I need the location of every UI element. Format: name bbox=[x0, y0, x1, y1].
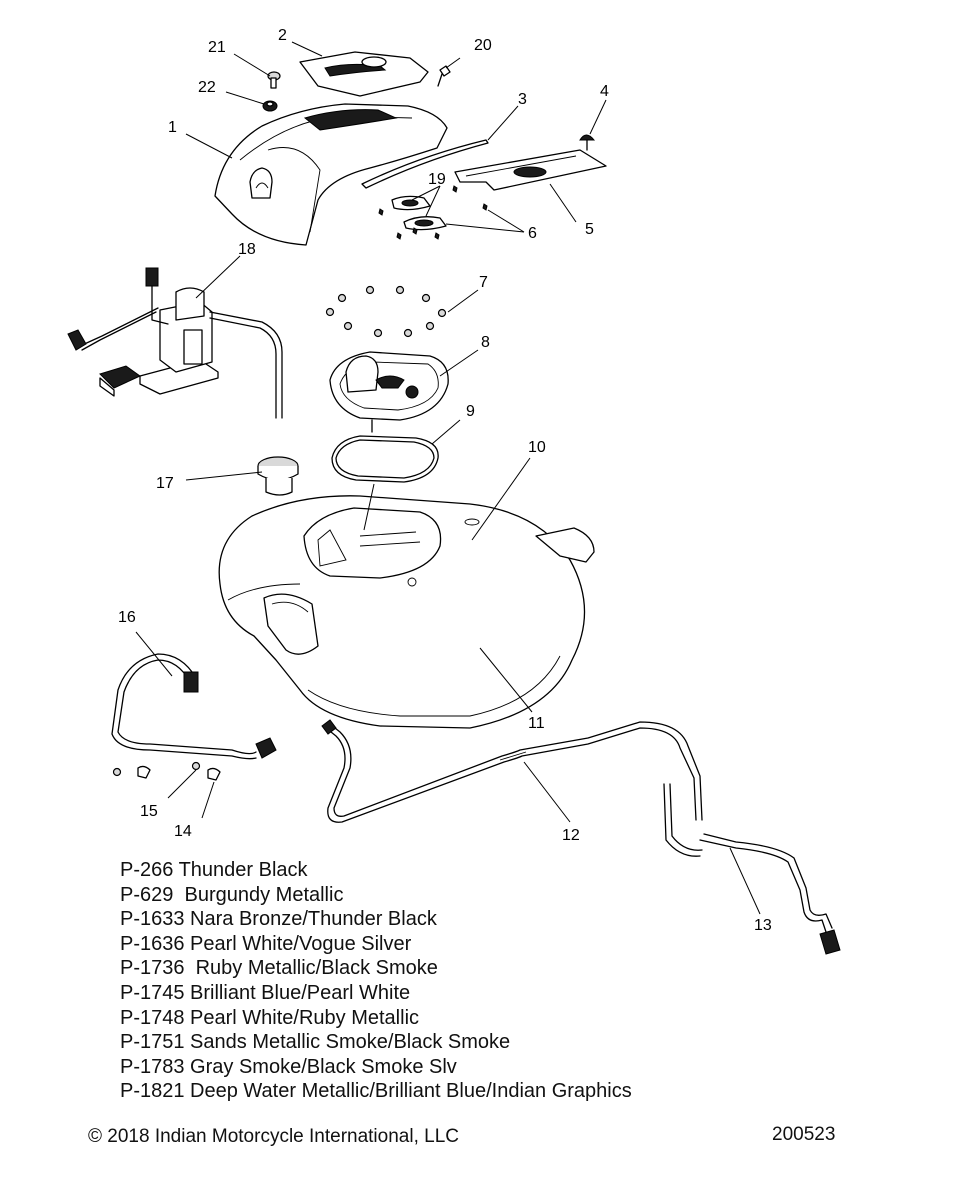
badge-screw bbox=[437, 65, 451, 87]
callout-16: 16 bbox=[118, 609, 136, 626]
paint-code-list: P-266 Thunder Black P-629 Burgundy Metal… bbox=[120, 858, 632, 1104]
callout-7: 7 bbox=[479, 274, 488, 291]
callout-17: 17 bbox=[156, 475, 174, 492]
callout-20: 20 bbox=[474, 37, 492, 54]
flange-gasket bbox=[331, 435, 439, 483]
callout-12: 12 bbox=[562, 827, 580, 844]
paint-code-item: P-266 Thunder Black bbox=[120, 859, 308, 881]
callout-6: 6 bbox=[528, 225, 537, 242]
callout-8: 8 bbox=[481, 334, 490, 351]
callout-4: 4 bbox=[600, 83, 609, 100]
trim-strip bbox=[361, 139, 489, 189]
callout-22: 22 bbox=[198, 79, 216, 96]
callout-15: 15 bbox=[140, 803, 158, 820]
leader-lines bbox=[135, 41, 761, 915]
hose-clamps bbox=[112, 761, 221, 781]
callout-18: 18 bbox=[238, 241, 256, 258]
console-screws bbox=[378, 185, 488, 240]
fuel-pump-module bbox=[67, 267, 283, 419]
drain-hose bbox=[663, 783, 841, 955]
callout-1: 1 bbox=[168, 119, 177, 136]
fuel-pump-flange bbox=[329, 351, 449, 433]
paint-code-item: P-1736 Ruby Metallic/Black Smoke bbox=[120, 957, 438, 980]
paint-code-item: P-1748 Pearl White/Ruby Metallic bbox=[120, 1006, 420, 1029]
paint-code-item: P-1821 Deep Water Metallic/Brilliant Blu… bbox=[120, 1080, 632, 1103]
drawing-number: 200523 bbox=[772, 1124, 836, 1145]
copyright-notice: © 2018 Indian Motorcycle International, … bbox=[88, 1126, 459, 1147]
paint-code-item: P-1783 Gray Smoke/Black Smoke Slv bbox=[120, 1055, 457, 1078]
fuel-tank bbox=[218, 495, 595, 729]
console-bracket bbox=[454, 149, 607, 191]
crossover-hose bbox=[321, 719, 703, 823]
paint-code-item: P-1751 Sands Metallic Smoke/Black Smoke bbox=[120, 1031, 511, 1054]
callout-3: 3 bbox=[518, 91, 527, 108]
callout-21: 21 bbox=[208, 39, 226, 56]
callout-14: 14 bbox=[174, 823, 192, 840]
callout-5: 5 bbox=[585, 221, 594, 238]
callout-11: 11 bbox=[528, 715, 545, 732]
paint-code-item: P-1636 Pearl White/Vogue Silver bbox=[120, 932, 412, 955]
fuel-pump-nuts bbox=[325, 285, 447, 338]
paint-code-item: P-629 Burgundy Metallic bbox=[120, 883, 344, 906]
callout-19: 19 bbox=[428, 171, 446, 188]
paint-code-item: P-1745 Brilliant Blue/Pearl White bbox=[120, 981, 411, 1004]
console-badge bbox=[299, 51, 429, 97]
console-clip-rear bbox=[403, 216, 447, 231]
callout-10: 10 bbox=[528, 439, 546, 456]
callout-2: 2 bbox=[278, 27, 287, 44]
callout-9: 9 bbox=[466, 403, 475, 420]
console-grommet bbox=[262, 100, 278, 112]
console-cover bbox=[214, 103, 448, 246]
console-clip-front bbox=[391, 195, 431, 211]
push-clip bbox=[579, 134, 596, 151]
paint-code-item: P-1633 Nara Bronze/Thunder Black bbox=[120, 908, 437, 931]
callout-13: 13 bbox=[754, 917, 772, 934]
vent-hose bbox=[111, 653, 277, 760]
console-screw bbox=[267, 71, 281, 89]
